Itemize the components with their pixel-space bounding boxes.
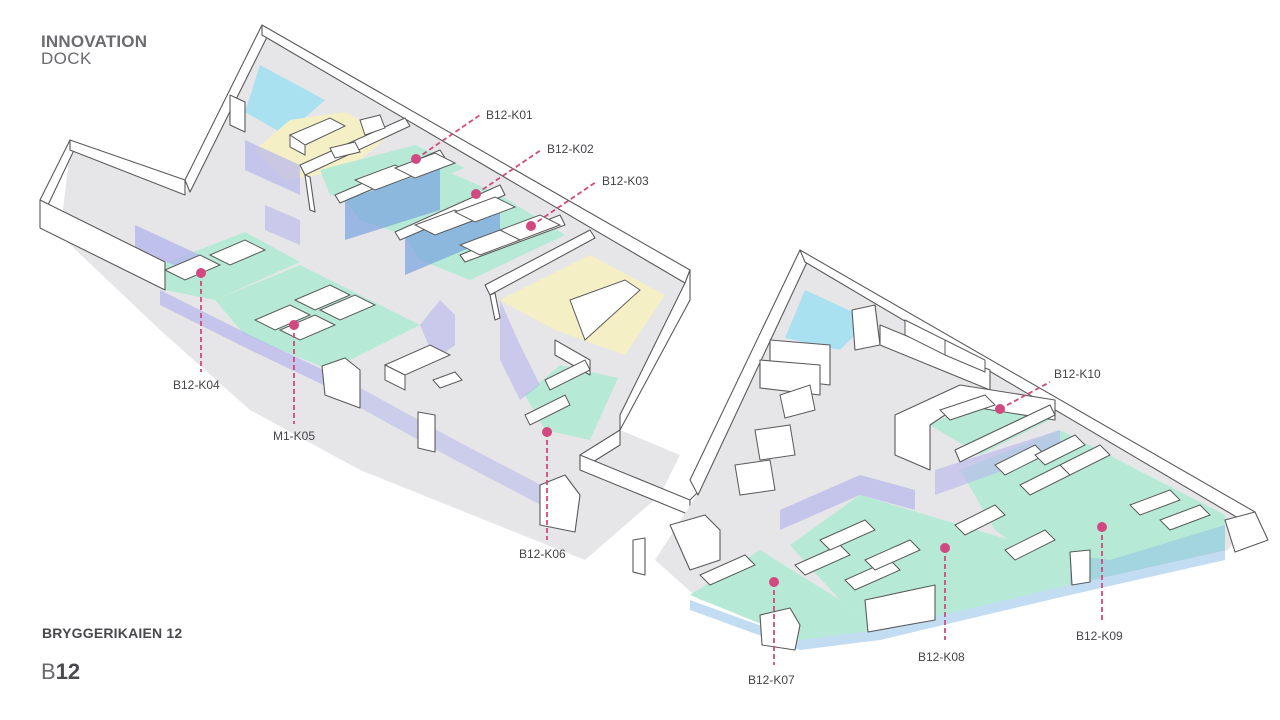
label-b12-k01[interactable]: B12-K01 [486, 108, 533, 122]
east-wing [655, 249, 1269, 651]
address-label: BRYGGERIKAIEN 12 [42, 625, 183, 641]
room-labels: B12-K01 B12-K02 B12-K03 B12-K04 M1-K05 B… [173, 108, 1123, 687]
lounge-furniture [288, 114, 463, 391]
glass-room [245, 65, 325, 135]
building-number: 12 [55, 659, 81, 684]
label-b12-k03[interactable]: B12-K03 [602, 174, 649, 188]
desks [163, 152, 641, 426]
partition [1070, 525, 1225, 585]
partition [420, 300, 455, 360]
partition [245, 140, 300, 195]
building-code: B12 [41, 659, 80, 685]
marker-b12-k04[interactable] [196, 268, 206, 278]
label-b12-k10[interactable]: B12-K10 [1054, 367, 1101, 381]
partition [265, 205, 300, 245]
partition [160, 290, 355, 400]
room-markers [200, 114, 1103, 665]
label-b12-k09[interactable]: B12-K09 [1076, 629, 1123, 643]
marker-dots [196, 154, 1107, 587]
partition [500, 300, 540, 400]
partition [935, 430, 1060, 495]
label-b12-k04[interactable]: B12-K04 [173, 378, 220, 392]
east-wing-walls [669, 249, 1269, 651]
west-wing-floor [60, 35, 685, 560]
desks-east [699, 319, 1211, 591]
marker-b12-k06[interactable] [542, 427, 552, 437]
building-prefix: B [41, 659, 56, 684]
glass-room-east [785, 290, 870, 350]
partition [355, 385, 560, 515]
marker-b12-k10[interactable] [995, 404, 1005, 414]
marker-b12-k07[interactable] [769, 577, 779, 587]
label-m1-k05[interactable]: M1-K05 [273, 429, 315, 443]
leader-b12-k02 [475, 149, 542, 195]
partition [345, 168, 440, 240]
leader-b12-k03 [530, 181, 597, 227]
marker-b12-k08[interactable] [940, 543, 950, 553]
leader-b12-k10 [999, 381, 1051, 410]
marker-b12-k01[interactable] [411, 154, 421, 164]
label-b12-k08[interactable]: B12-K08 [918, 650, 965, 664]
brand-line2: DOCK [41, 49, 92, 68]
marker-m1-k05[interactable] [289, 320, 299, 330]
label-b12-k07[interactable]: B12-K07 [748, 673, 795, 687]
label-b12-k06[interactable]: B12-K06 [519, 547, 566, 561]
marker-b12-k02[interactable] [471, 189, 481, 199]
brand-logo: INNOVATION DOCK [41, 33, 147, 67]
leader-b12-k01 [415, 114, 481, 160]
label-b12-k02[interactable]: B12-K02 [547, 142, 594, 156]
workspace-b12-k04 [160, 232, 300, 300]
west-wing [39, 24, 716, 576]
marker-b12-k09[interactable] [1097, 522, 1107, 532]
brand-line1: INNOVATION [41, 32, 148, 51]
partition [780, 475, 915, 530]
marker-b12-k03[interactable] [526, 221, 536, 231]
